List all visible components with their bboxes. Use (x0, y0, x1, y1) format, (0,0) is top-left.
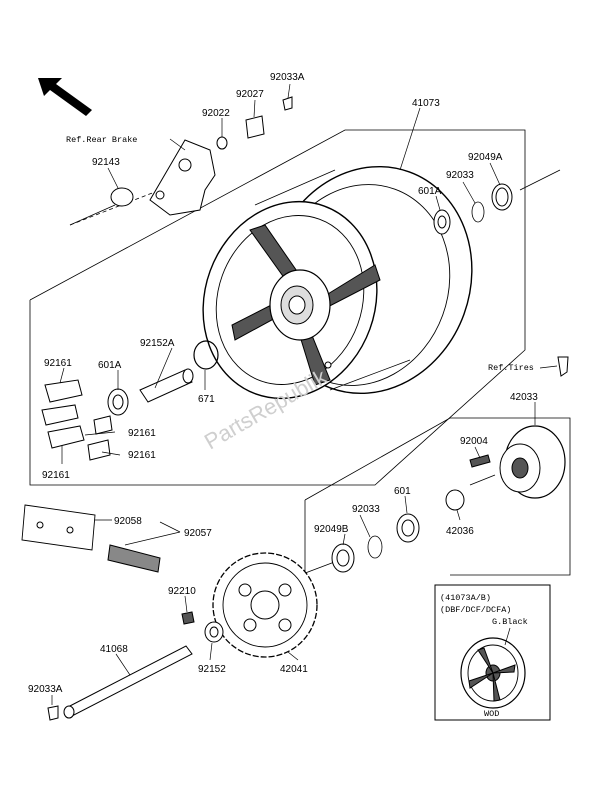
label-601A-top: 601A (418, 186, 442, 197)
label-92152: 92152 (198, 664, 226, 675)
label-92152A: 92152A (140, 338, 175, 349)
damper-rubbers (41, 379, 113, 461)
label-92033A-bottom: 92033A (28, 684, 63, 695)
label-92049B: 92049B (314, 524, 349, 535)
inset-model-line1: (41073A/B) (440, 593, 491, 603)
wheel-frame-box (29, 129, 526, 486)
label-92022: 92022 (202, 108, 230, 119)
label-92161-a: 92161 (44, 358, 72, 369)
label-92027: 92027 (236, 89, 264, 100)
label-92049A: 92049A (468, 152, 503, 163)
inset-box (434, 584, 551, 721)
sprocket-fasteners (181, 611, 224, 643)
front-direction-arrow (38, 78, 92, 116)
inset-color-code: WOD (484, 709, 499, 719)
label-92057: 92057 (184, 528, 212, 539)
label-92033A-top: 92033A (270, 72, 305, 83)
label-601A-left: 601A (98, 360, 122, 371)
label-92058: 92058 (114, 516, 142, 527)
label-601: 601 (394, 486, 411, 497)
left-bearing-601A (107, 388, 129, 416)
label-92033-top: 92033 (446, 170, 474, 181)
rear-axle (47, 645, 193, 721)
label-ref-rear-brake: Ref.Rear Brake (66, 135, 137, 145)
label-41068: 41068 (100, 644, 128, 655)
collar-92152A (139, 340, 219, 403)
inset-color-label: G.Black (492, 617, 528, 627)
right-bearing-stack (433, 183, 513, 235)
label-92161-d: 92161 (42, 470, 70, 481)
leader-lines (51, 83, 558, 705)
label-42041: 42041 (280, 664, 308, 675)
inset-model-line2: (DBF/DCF/DCFA) (440, 605, 511, 615)
label-92210: 92210 (168, 586, 196, 597)
hub-bearing-stack (331, 489, 465, 573)
rear-sprocket (212, 552, 318, 658)
drive-chain (21, 504, 161, 573)
label-42033: 42033 (510, 392, 538, 403)
sprocket-hub-42033 (469, 425, 566, 499)
label-92033-mid: 92033 (352, 504, 380, 515)
label-ref-tires: Ref.Tires (488, 363, 534, 373)
caliper-bracket (110, 96, 293, 216)
label-92161-c: 92161 (128, 450, 156, 461)
rear-wheel-rim (202, 165, 473, 400)
hub-frame-box (304, 417, 571, 576)
label-42036: 42036 (446, 526, 474, 537)
label-92143: 92143 (92, 157, 120, 168)
tire-valve (557, 356, 569, 377)
label-41073: 41073 (412, 98, 440, 109)
label-92004: 92004 (460, 436, 488, 447)
label-671: 671 (198, 394, 215, 405)
label-92161-b: 92161 (128, 428, 156, 439)
